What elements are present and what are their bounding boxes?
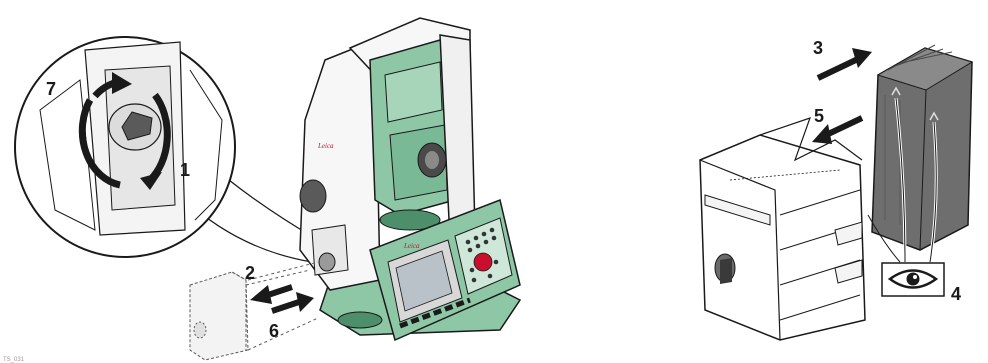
figure-id: TS_031 [3,357,25,363]
callout-2: 2 [245,263,255,283]
arrow-remove-3 [818,48,872,78]
callout-3: 3 [813,38,823,58]
callout-5: 5 [814,106,824,126]
brand-logo-panel: Leica [403,242,420,250]
callout-6: 6 [269,321,279,341]
callout-7: 7 [46,79,56,99]
total-station-instrument: Leica Leica [300,18,520,340]
arrow-remove-2 [250,285,292,304]
callout-1: 1 [180,160,190,180]
eye-icon [882,263,944,296]
arrow-insert-6 [272,292,314,312]
callout-4: 4 [951,284,961,304]
magnified-lock-view [15,37,318,262]
battery-compartment-right [700,118,865,340]
battery-pack [868,45,972,262]
brand-logo-left: Leica [317,142,334,150]
